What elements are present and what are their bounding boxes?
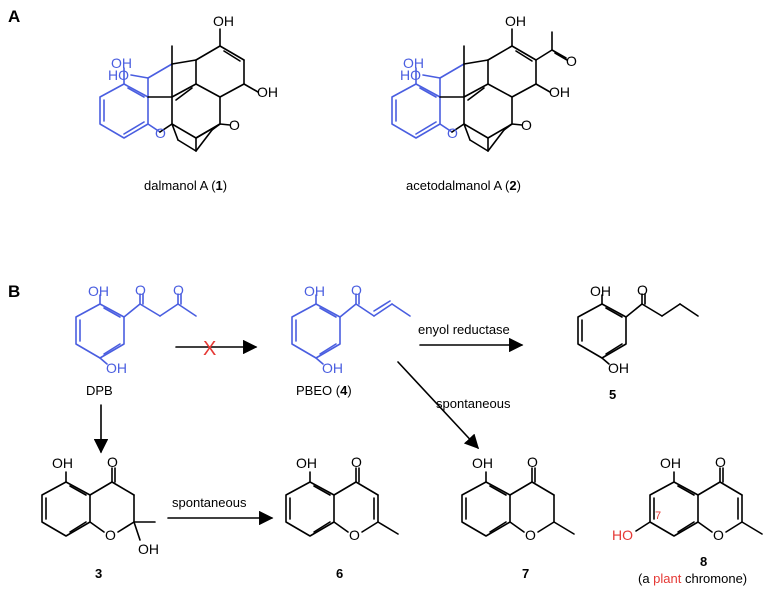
compound-note-8: (a plant chromone) — [638, 571, 747, 586]
compound-label-2: acetodalmanol A (2) — [406, 178, 521, 193]
arrow-label-enyol: enyol reductase — [418, 322, 510, 337]
compound-label-3: 3 — [95, 566, 102, 581]
atom-label-ho-red: HO — [612, 527, 633, 543]
compound-label-8: 8 — [700, 554, 707, 569]
atom-label: O — [525, 527, 536, 543]
atom-label: OH — [322, 360, 343, 376]
atom-label: O — [105, 527, 116, 543]
atom-label: OH — [111, 55, 132, 71]
blocked-mark: X — [203, 338, 216, 360]
structure-pbeo — [291, 293, 411, 365]
structure-5 — [577, 293, 699, 365]
panel-label-a: A — [8, 7, 20, 26]
atom-label: OH — [138, 541, 159, 557]
atom-label: OH — [52, 455, 73, 471]
atom-label: OH — [403, 55, 424, 71]
structure-3 — [41, 467, 156, 541]
atom-label: O — [229, 117, 240, 133]
structure-dalmanol-a — [99, 28, 259, 152]
atom-label: OH — [213, 13, 234, 29]
atom-label: OH — [88, 283, 109, 299]
atom-label: OH — [590, 283, 611, 299]
atom-label: O — [349, 527, 360, 543]
compound-label-6: 6 — [336, 566, 343, 581]
atom-label: OH — [257, 84, 278, 100]
structure-6 — [285, 467, 399, 537]
position-label-7: 7 — [655, 510, 661, 522]
atom-label: OH — [472, 455, 493, 471]
atom-label: O — [521, 117, 532, 133]
atom-label: O — [135, 282, 146, 298]
atom-label: OH — [549, 84, 570, 100]
atom-label: OH — [660, 455, 681, 471]
structure-dpb — [75, 293, 197, 365]
atom-label: O — [637, 282, 648, 298]
arrow-label-spontaneous-lower: spontaneous — [172, 495, 247, 510]
atom-label: O — [107, 454, 118, 470]
structure-acetodalmanol-a — [391, 28, 568, 152]
compound-label-1: dalmanol A (1) — [144, 178, 227, 193]
atom-label: O — [155, 125, 166, 141]
structure-7 — [461, 467, 575, 537]
atom-label: O — [527, 454, 538, 470]
compound-label-5: 5 — [609, 387, 616, 402]
atom-label: O — [713, 527, 724, 543]
atom-label: O — [351, 282, 362, 298]
atom-label: OH — [304, 283, 325, 299]
arrow-label-spontaneous-upper: spontaneous — [436, 396, 511, 411]
structure-8 — [635, 467, 763, 537]
atom-label: O — [715, 454, 726, 470]
compound-label-7: 7 — [522, 566, 529, 581]
atom-label: OH — [106, 360, 127, 376]
atom-label: O — [566, 53, 577, 69]
atom-label: OH — [608, 360, 629, 376]
atom-label: HO — [108, 67, 129, 83]
atom-label: OH — [505, 13, 526, 29]
atom-label: HO — [400, 67, 421, 83]
atom-label: O — [173, 282, 184, 298]
panel-label-b: B — [8, 282, 20, 301]
atom-label: O — [447, 125, 458, 141]
arrow-spontaneous-diagonal — [397, 361, 479, 450]
compound-label-4: PBEO (4) — [296, 383, 352, 398]
atom-label: OH — [296, 455, 317, 471]
compound-label-dpb: DPB — [86, 383, 113, 398]
atom-label: O — [351, 454, 362, 470]
